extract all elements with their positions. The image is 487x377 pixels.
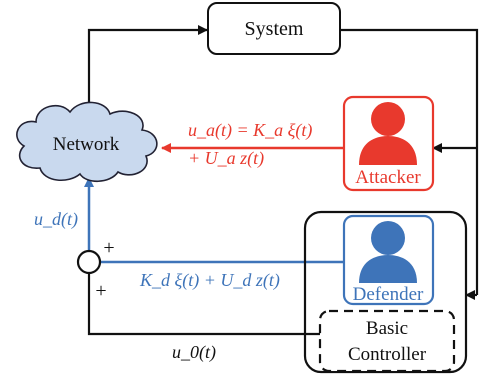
- system-label: System: [245, 18, 304, 40]
- basic-control-line: [87, 272, 320, 336]
- summing-junction: [76, 249, 102, 275]
- defender-label: Defender: [353, 284, 424, 305]
- person-icon: [359, 221, 417, 283]
- attack-signal-label-line1: u_a(t) = K_a ξ(t): [188, 120, 312, 141]
- defense-signal-label: K_d ξ(t) + U_d z(t): [139, 270, 280, 291]
- cloud-icon: [16, 101, 158, 183]
- attacker-block: Attacker: [342, 95, 435, 192]
- network-label: Network: [53, 134, 120, 155]
- attack-signal-label-line2: + U_a z(t): [188, 148, 264, 169]
- attacker-label: Attacker: [355, 167, 421, 188]
- person-icon: [359, 102, 417, 165]
- network-input-label: u_d(t): [34, 209, 78, 230]
- controller-label-line1: Basic: [366, 318, 408, 339]
- sum-plus-bottom: +: [95, 280, 106, 302]
- basic-controller-block: Basic Controller: [318, 309, 456, 373]
- sum-plus-top: +: [103, 237, 114, 259]
- network-to-system-line: [87, 25, 208, 125]
- system-block: [207, 2, 341, 55]
- controller-label-line2: Controller: [348, 344, 427, 365]
- network-cloud: Network: [16, 101, 158, 183]
- system-output-line: [340, 28, 479, 295]
- basic-control-label: u_0(t): [172, 342, 216, 363]
- defender-block: Defender: [342, 214, 435, 306]
